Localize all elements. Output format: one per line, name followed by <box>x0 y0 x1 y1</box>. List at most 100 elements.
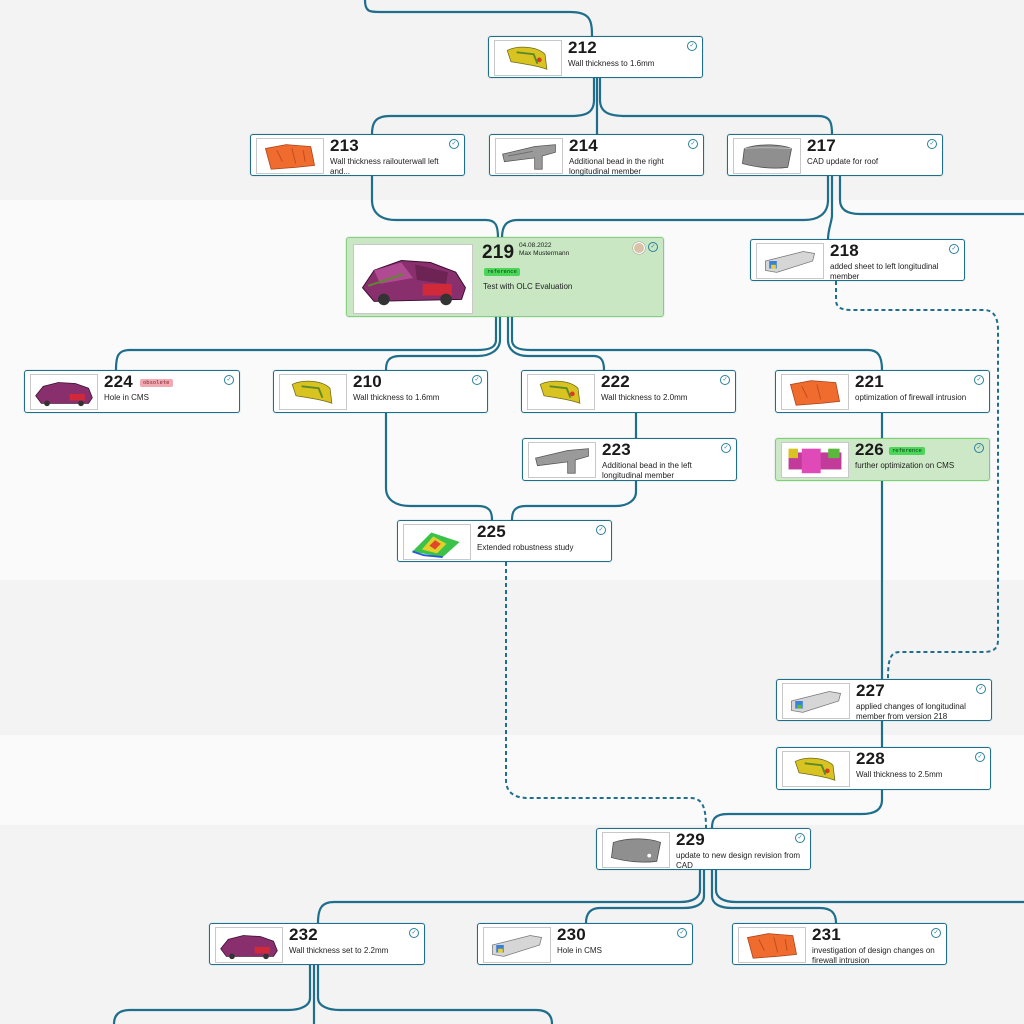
version-description: Wall thickness to 1.6mm <box>353 393 440 402</box>
version-author: Max Mustermann <box>519 250 570 257</box>
version-number: 226 <box>855 440 884 459</box>
orange-firewall-thumbnail <box>256 138 324 174</box>
version-number: 221 <box>855 372 884 391</box>
version-description: further optimization on CMS <box>855 461 955 470</box>
version-description: Hole in CMS <box>104 393 149 402</box>
check-circle-icon: ✓ <box>976 684 986 694</box>
version-number: 223 <box>602 440 631 459</box>
check-circle-icon: ✓ <box>721 443 731 453</box>
car-body-thumbnail <box>30 374 98 410</box>
version-number: 214 <box>569 136 598 155</box>
crash-member-thumbnail <box>781 442 849 478</box>
version-number: 224 <box>104 372 133 391</box>
version-date: 04.08.2022 <box>519 242 552 249</box>
version-description: optimization of firewall intrusion <box>855 393 967 402</box>
response-surface-thumbnail <box>403 524 471 560</box>
version-number: 222 <box>601 372 630 391</box>
check-circle-icon: ✓ <box>648 242 658 252</box>
version-number: 228 <box>856 749 885 768</box>
version-description: Hole in CMS <box>557 946 602 955</box>
version-node-210[interactable]: 210 Wall thickness to 1.6mm ✓ <box>273 370 488 413</box>
version-description: Extended robustness study <box>477 543 574 552</box>
version-number: 225 <box>477 522 506 541</box>
version-number: 213 <box>330 136 359 155</box>
check-circle-icon: ✓ <box>720 375 730 385</box>
car-body-thumbnail <box>215 927 283 963</box>
check-circle-icon: ✓ <box>974 443 984 453</box>
roof-panel-thumbnail <box>733 138 801 174</box>
version-node-213[interactable]: 213 Wall thickness railouterwall left an… <box>250 134 465 176</box>
version-node-230[interactable]: 230 Hole in CMS ✓ <box>477 923 693 965</box>
obsolete-badge: obsolete <box>140 379 173 387</box>
version-node-232[interactable]: 232 Wall thickness set to 2.2mm ✓ <box>209 923 425 965</box>
version-description: Wall thickness railouterwall left and... <box>330 157 439 176</box>
check-circle-icon: ✓ <box>688 139 698 149</box>
version-node-217[interactable]: 217 CAD update for roof ✓ <box>727 134 943 176</box>
check-circle-icon: ✓ <box>409 928 419 938</box>
yellow-bumper-thumbnail <box>494 40 562 76</box>
check-circle-icon: ✓ <box>931 928 941 938</box>
version-node-227[interactable]: 227 applied changes of longitudinal memb… <box>776 679 992 721</box>
version-node-214[interactable]: 214 Additional bead in the right longitu… <box>489 134 704 176</box>
version-node-226[interactable]: 226 reference further optimization on CM… <box>775 438 990 481</box>
yellow-bumper-thumbnail <box>279 374 347 410</box>
check-circle-icon: ✓ <box>687 41 697 51</box>
version-node-212[interactable]: 212 Wall thickness to 1.6mm ✓ <box>488 36 703 78</box>
version-number: 227 <box>856 681 885 700</box>
user-avatar-icon[interactable] <box>633 242 645 254</box>
version-number: 212 <box>568 38 597 57</box>
roof-panel-thumbnail <box>602 832 670 868</box>
version-node-231[interactable]: 231 investigation of design changes on f… <box>732 923 947 965</box>
yellow-bumper-thumbnail <box>782 751 850 787</box>
version-description: applied changes of longitudinal member f… <box>856 702 966 721</box>
longitudinal-member-thumbnail <box>528 442 596 478</box>
check-circle-icon: ✓ <box>596 525 606 535</box>
version-number: 229 <box>676 830 705 849</box>
car-body-thumbnail <box>353 244 473 314</box>
version-node-225[interactable]: 225 Extended robustness study ✓ <box>397 520 612 562</box>
version-description: added sheet to left longitudinal member <box>830 262 939 281</box>
check-circle-icon: ✓ <box>795 833 805 843</box>
version-number: 219 <box>482 242 515 263</box>
longitudinal-mesh-thumbnail <box>782 683 850 719</box>
version-node-222[interactable]: 222 Wall thickness to 2.0mm ✓ <box>521 370 736 413</box>
check-circle-icon: ✓ <box>224 375 234 385</box>
version-node-228[interactable]: 228 Wall thickness to 2.5mm ✓ <box>776 747 991 790</box>
reference-badge: reference <box>484 268 520 276</box>
version-number: 230 <box>557 925 586 944</box>
version-description: update to new design revision from CAD <box>676 851 801 870</box>
version-number: 217 <box>807 136 836 155</box>
check-circle-icon: ✓ <box>927 139 937 149</box>
check-circle-icon: ✓ <box>949 244 959 254</box>
check-circle-icon: ✓ <box>472 375 482 385</box>
version-node-223[interactable]: 223 Additional bead in the left longitud… <box>522 438 737 481</box>
version-description: Additional bead in the right longitudina… <box>569 157 664 176</box>
longitudinal-member-thumbnail <box>495 138 563 174</box>
check-circle-icon: ✓ <box>677 928 687 938</box>
longitudinal-mesh-thumbnail <box>756 243 824 279</box>
orange-firewall-thumbnail <box>738 927 806 963</box>
version-description: Wall thickness set to 2.2mm <box>289 946 389 955</box>
version-number: 232 <box>289 925 318 944</box>
yellow-bumper-thumbnail <box>527 374 595 410</box>
version-description: Test with OLC Evaluation <box>483 282 573 291</box>
version-node-229[interactable]: 229 update to new design revision from C… <box>596 828 811 870</box>
version-number: 210 <box>353 372 382 391</box>
check-circle-icon: ✓ <box>975 752 985 762</box>
version-node-221[interactable]: 221 optimization of firewall intrusion ✓ <box>775 370 990 413</box>
version-node-224[interactable]: 224 obsolete Hole in CMS ✓ <box>24 370 240 413</box>
version-node-218[interactable]: 218 added sheet to left longitudinal mem… <box>750 239 965 281</box>
version-description: Wall thickness to 2.5mm <box>856 770 943 779</box>
longitudinal-mesh-thumbnail <box>483 927 551 963</box>
version-node-219[interactable]: 219 04.08.2022 Max Mustermann reference … <box>346 237 664 317</box>
version-description: Wall thickness to 1.6mm <box>568 59 655 68</box>
version-description: Additional bead in the left longitudinal… <box>602 461 692 480</box>
version-description: CAD update for roof <box>807 157 879 166</box>
reference-badge: reference <box>889 447 925 455</box>
version-number: 231 <box>812 925 841 944</box>
version-description: Wall thickness to 2.0mm <box>601 393 688 402</box>
version-number: 218 <box>830 241 859 260</box>
orange-firewall-thumbnail <box>781 374 849 410</box>
check-circle-icon: ✓ <box>974 375 984 385</box>
